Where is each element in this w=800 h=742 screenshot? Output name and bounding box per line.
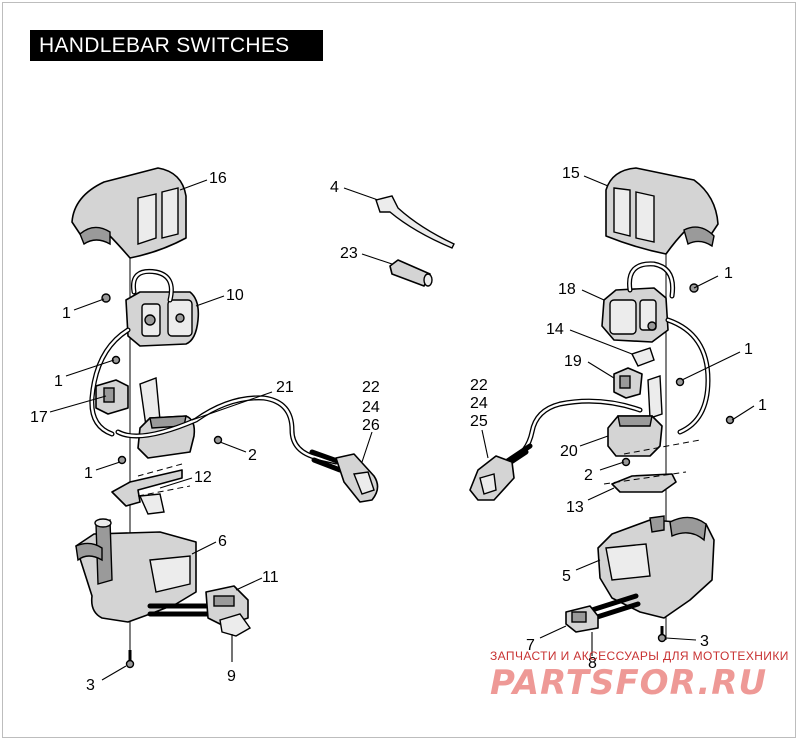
watermark-subtitle: ЗАПЧАСТИ И АКСЕССУАРЫ ДЛЯ МОТОТЕХНИКИ bbox=[490, 649, 789, 663]
screw-3-a bbox=[125, 650, 135, 669]
screw-2-a bbox=[213, 435, 223, 445]
callout-11: 11 bbox=[262, 569, 279, 586]
part-12-bracket-left bbox=[111, 469, 183, 515]
screw-1-f bbox=[725, 415, 735, 425]
callout-22: 22 bbox=[470, 377, 488, 394]
part-8-wire-tail-right bbox=[589, 593, 641, 621]
leader-lines bbox=[49, 175, 755, 681]
callout-10: 10 bbox=[226, 287, 244, 304]
part-17-small-switch-left bbox=[95, 379, 129, 415]
watermark: ЗАПЧАСТИ И АКСЕССУАРЫ ДЛЯ МОТОТЕХНИКИ PA… bbox=[490, 649, 789, 703]
callout-3: 3 bbox=[700, 633, 709, 650]
part-7-connector-right bbox=[565, 605, 599, 633]
part-14-pad-right bbox=[631, 347, 655, 367]
callout-22: 22 bbox=[362, 379, 380, 396]
callout-7: 7 bbox=[526, 637, 535, 654]
callout-18: 18 bbox=[558, 281, 576, 298]
callout-labels: 16 10 1 1 17 21 2 1 12 6 11 9 3 4 23 22 … bbox=[30, 165, 767, 694]
callout-2: 2 bbox=[584, 467, 593, 484]
part-9-terminal-left bbox=[219, 613, 252, 637]
right-switch-assembly bbox=[469, 167, 735, 643]
part-18-switch-right bbox=[601, 287, 669, 343]
diagram-title: HANDLEBAR SWITCHES bbox=[30, 30, 323, 61]
part-4-cable-strap bbox=[375, 195, 455, 249]
callout-8: 8 bbox=[588, 655, 597, 672]
screw-3-b bbox=[657, 626, 667, 643]
screw-1-e bbox=[675, 377, 685, 387]
part-13-bracket-right bbox=[611, 473, 677, 493]
left-switch-assembly bbox=[71, 167, 379, 669]
part-20-switch-body-right bbox=[607, 415, 663, 457]
callout-1: 1 bbox=[758, 397, 767, 414]
screw-1-c bbox=[117, 455, 127, 465]
callout-1: 1 bbox=[724, 265, 733, 282]
callout-26: 26 bbox=[362, 417, 380, 434]
part-5-lower-housing-right bbox=[597, 515, 715, 619]
part-23-sleeve bbox=[389, 259, 433, 287]
callout-24: 24 bbox=[470, 395, 488, 412]
callout-25: 25 bbox=[470, 413, 488, 430]
part-6-lower-housing-left bbox=[75, 518, 197, 623]
callout-1: 1 bbox=[84, 465, 93, 482]
callout-15: 15 bbox=[562, 165, 580, 182]
callout-17: 17 bbox=[30, 409, 48, 426]
callout-19: 19 bbox=[564, 353, 582, 370]
callout-2: 2 bbox=[248, 447, 257, 464]
callout-21: 21 bbox=[276, 379, 294, 396]
callout-23: 23 bbox=[340, 245, 358, 262]
callout-3: 3 bbox=[86, 677, 95, 694]
callout-4: 4 bbox=[330, 179, 339, 196]
part-15-upper-housing-right bbox=[605, 167, 719, 255]
callout-9: 9 bbox=[227, 668, 236, 685]
callout-1: 1 bbox=[54, 373, 63, 390]
callout-1: 1 bbox=[744, 341, 753, 358]
part-26-connector-left bbox=[309, 449, 379, 503]
callout-1: 1 bbox=[62, 305, 71, 322]
watermark-brand: PARTSFOR.RU bbox=[490, 663, 767, 703]
callout-6: 6 bbox=[218, 533, 227, 550]
callout-13: 13 bbox=[566, 499, 584, 516]
part-10-switch-left bbox=[125, 291, 200, 347]
part-16-upper-housing-left bbox=[71, 167, 187, 259]
callout-12: 12 bbox=[194, 469, 212, 486]
callout-20: 20 bbox=[560, 443, 578, 460]
part-25-connector-right bbox=[469, 443, 533, 501]
screw-1-a bbox=[101, 293, 111, 303]
callout-14: 14 bbox=[546, 321, 564, 338]
part-19-small-switch-right bbox=[613, 367, 643, 399]
callout-24: 24 bbox=[362, 399, 380, 416]
callout-16: 16 bbox=[209, 170, 227, 187]
callout-5: 5 bbox=[562, 568, 571, 585]
